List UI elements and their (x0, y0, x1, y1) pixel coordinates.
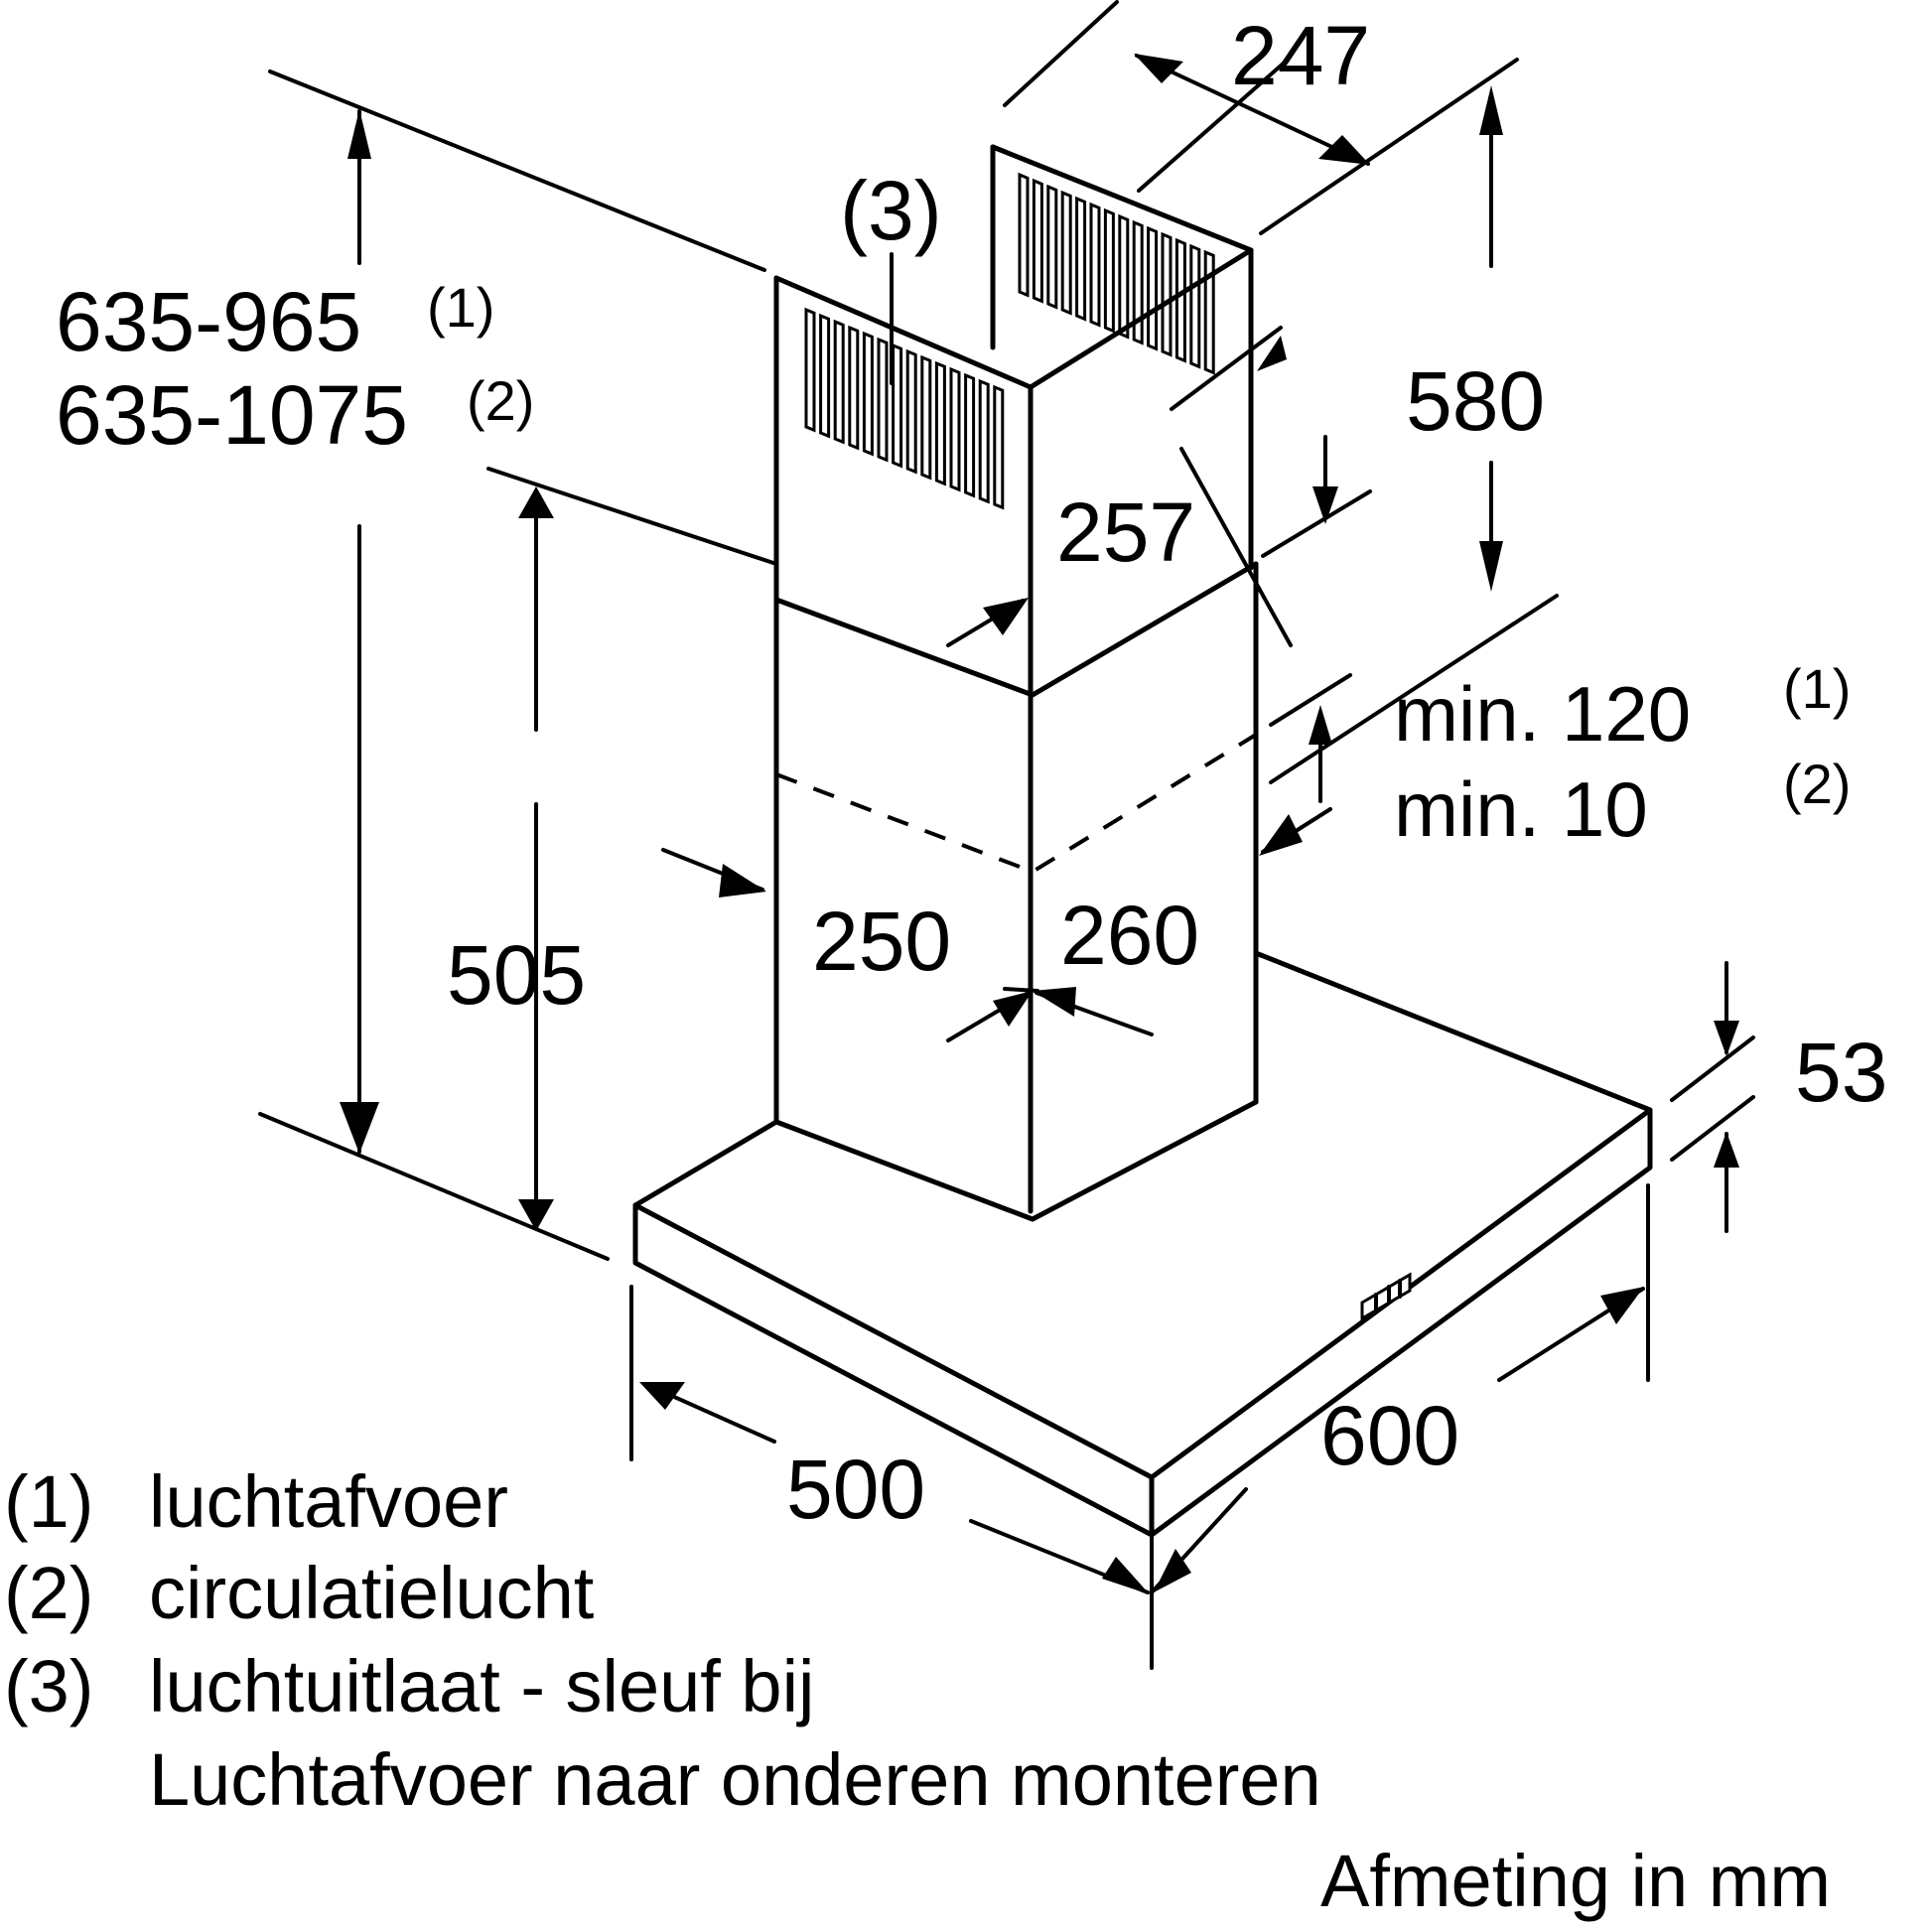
vent-slot (892, 343, 903, 469)
vent-slot (1203, 249, 1215, 375)
vent-slot (1161, 231, 1173, 357)
total-height-exhaust-note: (1) (427, 276, 495, 339)
vent-slot (978, 378, 990, 504)
min-gap-recirc-note: (2) (1783, 753, 1852, 815)
canopy-height: 53 (1795, 1026, 1888, 1119)
dim-min-gap (1259, 673, 1352, 856)
upper-chimney (773, 247, 1254, 1214)
vent-slot (1032, 178, 1043, 304)
legend-text-1: luchtafvoer (149, 1460, 508, 1543)
vent-slot (920, 354, 932, 481)
vent-slot (819, 313, 831, 439)
lower-chimney-width: 250 (812, 895, 952, 988)
upper-chimney-height: 580 (1406, 354, 1546, 448)
vent-slot (833, 319, 845, 445)
dim-upper-depth (1003, 0, 1370, 193)
dim-lower-width (661, 848, 766, 897)
rear-vent-slots (1018, 172, 1215, 375)
vent-slot (949, 366, 961, 492)
front-vent-slots (804, 307, 1005, 510)
dim-lower-depth (946, 987, 1154, 1042)
min-gap-recirc: min. 10 (1394, 765, 1648, 853)
lower-chimney-depth: 260 (1060, 889, 1200, 982)
vent-slot (1075, 196, 1087, 322)
total-height-recirc: 635-1075 (56, 368, 408, 462)
dim-canopy-depth-width (629, 1183, 1650, 1670)
vent-slot (848, 325, 860, 451)
vent-slot (1147, 225, 1159, 351)
vent-slot (905, 348, 917, 475)
upper-chimney-depth: 247 (1231, 9, 1371, 102)
vent-slot (1118, 213, 1130, 340)
dim-lower-height (486, 467, 778, 1231)
vent-slot (993, 384, 1005, 510)
legend-key-3: (3) (4, 1645, 94, 1727)
vent-slot (1046, 184, 1058, 310)
upper-chimney-rear (990, 144, 1254, 350)
min-gap-exhaust: min. 120 (1394, 670, 1692, 758)
vent-slot (804, 307, 816, 433)
vent-slot (1189, 243, 1201, 369)
control-panel-icon (1360, 1272, 1412, 1321)
legend-text-2: circulatielucht (149, 1552, 595, 1634)
vent-slot (1018, 172, 1030, 298)
lower-chimney-height: 505 (447, 928, 587, 1022)
dim-total-height (258, 69, 766, 1261)
vent-slot (934, 360, 946, 486)
legend-key-2: (2) (4, 1552, 94, 1634)
min-gap-exhaust-note: (1) (1783, 657, 1852, 720)
vent-slot (862, 331, 874, 457)
total-height-recirc-note: (2) (467, 369, 535, 432)
legend-key-1: (1) (4, 1460, 94, 1543)
vent-slot (1174, 237, 1186, 363)
vent-slot (1089, 202, 1101, 328)
dim-upper-width (946, 326, 1372, 647)
canopy-width: 600 (1320, 1389, 1460, 1482)
vent-slot (964, 372, 976, 498)
dim-upper-height (1259, 58, 1559, 784)
vent-slot (1132, 219, 1144, 345)
legend-text-3: luchtuitlaat - sleuf bij (149, 1645, 815, 1727)
vent-slot (877, 337, 889, 463)
upper-chimney-width: 257 (1056, 485, 1196, 579)
total-height-exhaust: 635-965 (56, 275, 362, 368)
dim-canopy-height (1670, 961, 1755, 1233)
slot-callout: (3) (840, 164, 942, 257)
canopy-depth: 500 (786, 1443, 926, 1536)
vent-slot (1060, 190, 1072, 316)
legend-text-3b: Luchtafvoer naar onderen monteren (149, 1738, 1321, 1821)
unit-note: Afmeting in mm (1320, 1840, 1832, 1922)
vent-slot (1103, 207, 1115, 334)
lower-chimney (773, 561, 1259, 1222)
